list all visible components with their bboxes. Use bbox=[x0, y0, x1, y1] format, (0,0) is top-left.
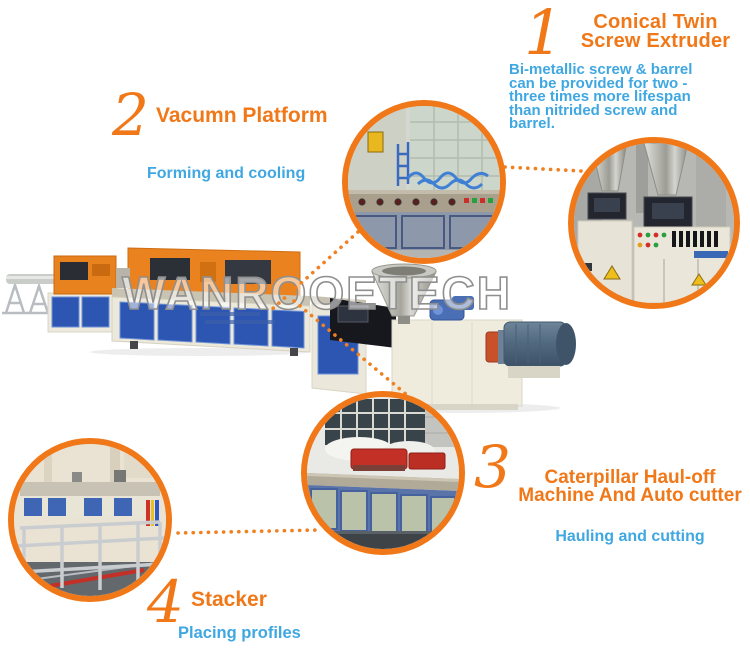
stacker-rack-frame bbox=[15, 520, 165, 592]
hauloff-cutter-unit bbox=[47, 255, 117, 333]
callout-number-extruder: 1 bbox=[524, 0, 564, 69]
callout-title-hauloff: Caterpillar Haul-off Machine And Auto cu… bbox=[518, 467, 742, 507]
dots-machine-to-hauloff bbox=[292, 299, 409, 397]
stacker-photo bbox=[8, 438, 172, 602]
ladder bbox=[396, 142, 410, 186]
callout-number-hauloff: 3 bbox=[474, 433, 511, 501]
output-racks bbox=[2, 280, 52, 315]
vacuum-platform-photo bbox=[342, 100, 506, 264]
callout-number-vacuum: 2 bbox=[112, 81, 149, 149]
caterpillar-units bbox=[350, 448, 446, 471]
extruder-unit bbox=[330, 263, 576, 410]
callout-description-extruder: Bi-metallic screw & barrel can be provid… bbox=[509, 61, 693, 132]
dots-vacuum-to-machine bbox=[267, 230, 360, 314]
callout-subtitle-hauloff: Hauling and cutting bbox=[555, 528, 705, 545]
callout-subtitle-stacker: Placing profiles bbox=[178, 624, 301, 642]
dots-vacuum-to-extruder bbox=[503, 165, 583, 173]
callout-number-stacker: 4 bbox=[147, 568, 184, 636]
callout-title-vacuum: Vacumn Platform bbox=[156, 104, 328, 127]
indicator-lights bbox=[637, 232, 667, 248]
watermark: WANROOETECH bbox=[122, 267, 512, 319]
callout-subtitle-vacuum: Forming and cooling bbox=[147, 165, 306, 182]
callout-title-stacker: Stacker bbox=[191, 588, 267, 611]
callout-title-extruder: Conical Twin Screw Extruder bbox=[580, 11, 731, 52]
dots-stacker-to-hauloff bbox=[176, 528, 319, 535]
vacuum-hoses bbox=[406, 171, 489, 190]
hauloff-machine-photo bbox=[301, 391, 465, 555]
main-cabinet-left bbox=[111, 247, 311, 356]
twin-screw-extruder-photo bbox=[568, 137, 740, 309]
